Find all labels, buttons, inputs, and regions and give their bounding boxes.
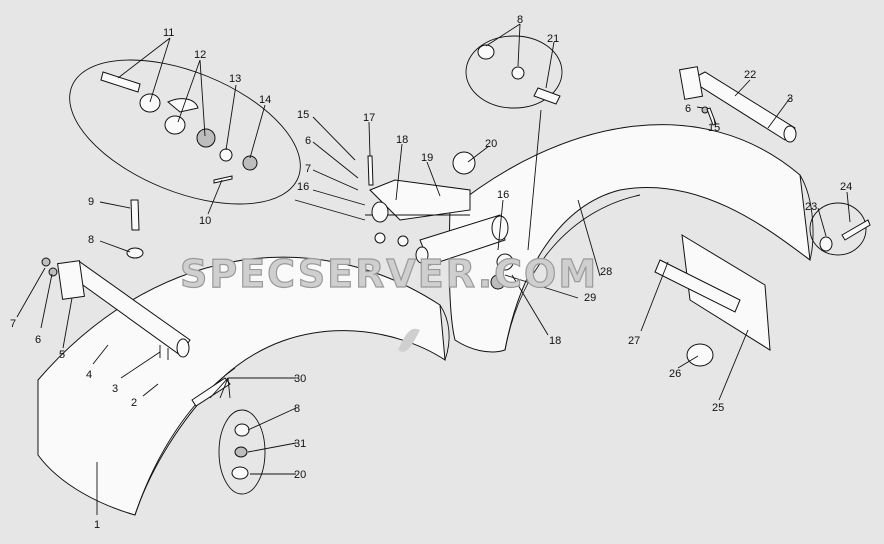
callout-21: 21: [547, 33, 559, 45]
fasteners: [41, 44, 871, 480]
callout-8-top: 8: [517, 14, 523, 26]
left-bracket-tube: [57, 260, 191, 360]
callout-28: 28: [600, 266, 612, 278]
callout-16-right: 16: [497, 189, 509, 201]
callout-labels: 1 2 3 3 4 5 6 6 6 7 7 8 8 8 9 10 11 12 1…: [10, 14, 852, 531]
fastener-group-oval-top-middle: [465, 35, 563, 109]
callout-1: 1: [94, 519, 100, 531]
fastener-group-oval-bottom: [218, 409, 266, 495]
callout-15-right: 15: [708, 122, 720, 134]
callout-30: 30: [294, 373, 306, 385]
callout-18-bottom: 18: [549, 335, 561, 347]
callout-7-left: 7: [10, 318, 16, 330]
callout-13: 13: [229, 73, 241, 85]
callout-10: 10: [199, 215, 211, 227]
leader-lines: [16, 23, 851, 515]
callout-3-right: 3: [787, 93, 793, 105]
callout-25: 25: [712, 402, 724, 414]
fastener-group-oval-top-left: [69, 59, 301, 205]
callout-15-center: 15: [297, 109, 309, 121]
callout-17: 17: [363, 112, 375, 124]
callout-16-left: 16: [297, 181, 309, 193]
callout-31: 31: [294, 438, 306, 450]
callout-9: 9: [88, 196, 94, 208]
callout-20-top: 20: [485, 138, 497, 150]
callout-14: 14: [259, 94, 271, 106]
mud-flap: [654, 234, 771, 351]
callout-29: 29: [584, 292, 596, 304]
callout-2: 2: [131, 397, 137, 409]
fastener-group-oval-right: [809, 202, 867, 256]
callout-6-right: 6: [685, 103, 691, 115]
callout-8-bottom: 8: [294, 403, 300, 415]
watermark-text: SPECSERVER.COM: [180, 252, 598, 296]
callout-3-left: 3: [112, 383, 118, 395]
callout-22: 22: [744, 69, 756, 81]
callout-26: 26: [669, 368, 681, 380]
callout-20-bottom: 20: [294, 469, 306, 481]
callout-24: 24: [840, 181, 852, 193]
callout-12: 12: [194, 49, 206, 61]
callout-6-left: 6: [35, 334, 41, 346]
callout-11: 11: [163, 27, 174, 39]
right-bracket-tube: [678, 66, 797, 143]
center-bracket-assembly: [365, 179, 509, 266]
callout-8-left: 8: [88, 234, 94, 246]
callout-7-center: 7: [305, 163, 311, 175]
callout-18-top: 18: [396, 134, 408, 146]
callout-27: 27: [628, 335, 640, 347]
callout-6-center: 6: [305, 135, 311, 147]
right-fender: [448, 124, 814, 353]
callout-23: 23: [805, 201, 817, 213]
callout-5: 5: [59, 349, 65, 361]
callout-19: 19: [421, 152, 433, 164]
callout-4: 4: [86, 369, 92, 381]
